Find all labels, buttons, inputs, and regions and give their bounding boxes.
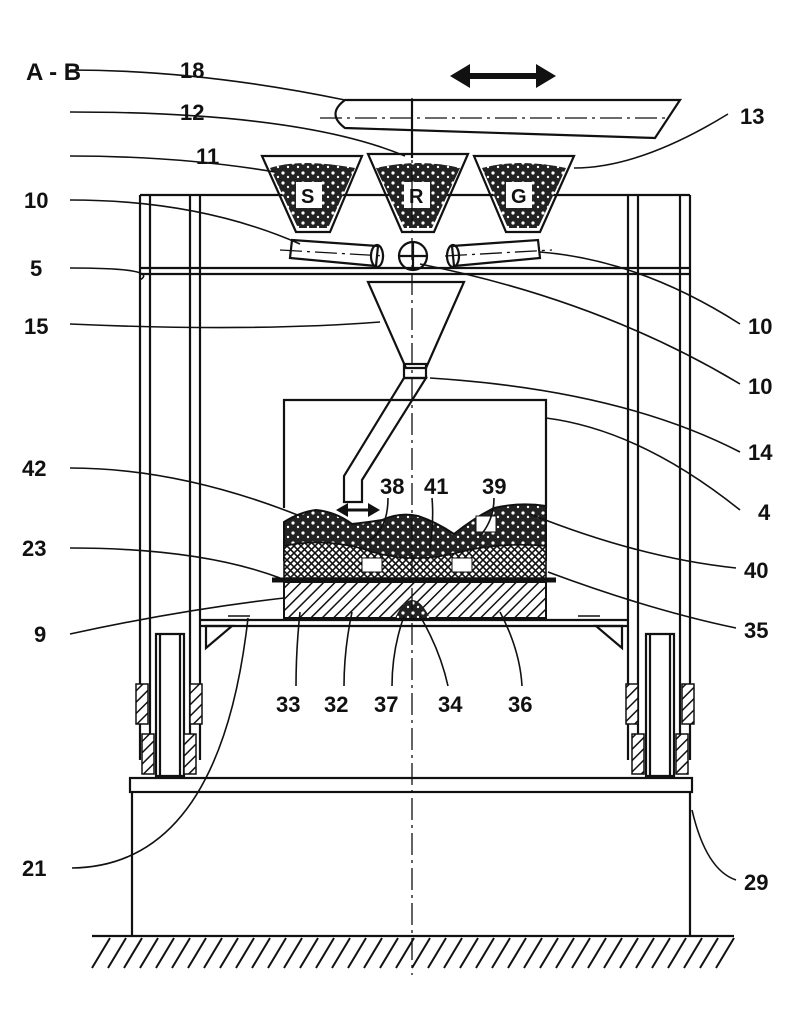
ground-hatch-stroke [331, 937, 351, 969]
label-39: 39 [482, 474, 506, 499]
label-10-right-lower: 10 [748, 374, 772, 399]
ground-hatch-stroke [555, 937, 575, 969]
hopper-g: G [472, 154, 576, 234]
ground-hatch-stroke [475, 937, 495, 969]
chute-double-arrow [336, 503, 380, 517]
label-12: 12 [180, 100, 204, 125]
ground-hatch-stroke [571, 937, 591, 969]
label-34: 34 [438, 692, 463, 717]
distributor-tube-18 [320, 98, 683, 158]
chute-14 [342, 376, 428, 504]
view-label: A - B [26, 59, 81, 86]
ground-hatch-stroke [395, 937, 415, 969]
ground-hatch-stroke [683, 937, 703, 969]
ground-hatch-stroke [187, 937, 207, 969]
ground-hatch-stroke [539, 937, 559, 969]
ground-hatch-stroke [91, 937, 111, 969]
label-37: 37 [374, 692, 398, 717]
label-41: 41 [424, 474, 448, 499]
label-13: 13 [740, 104, 764, 129]
label-11: 11 [196, 144, 219, 169]
traverse-double-arrow [450, 64, 556, 88]
hopper-r: R [366, 152, 470, 234]
table-21 [200, 615, 628, 651]
funnel-15 [366, 280, 466, 380]
ground-hatch-stroke [427, 937, 447, 969]
label-38: 38 [380, 474, 404, 499]
hopper-g-letter: G [511, 186, 527, 208]
ground-hatch-stroke [443, 937, 463, 969]
label-4: 4 [758, 500, 771, 525]
label-23: 23 [22, 536, 46, 561]
reference-numerals: 18 12 13 11 10 5 15 10 10 14 4 42 38 41 … [22, 58, 773, 895]
ground-hatch-stroke [491, 937, 511, 969]
ground-hatch-stroke [139, 937, 159, 969]
ground [91, 934, 735, 969]
ground-hatch-stroke [203, 937, 223, 969]
ground-hatch-stroke [699, 937, 719, 969]
ground-hatch-stroke [715, 937, 735, 969]
hopper-s: S [260, 154, 364, 234]
label-35: 35 [744, 618, 768, 643]
layered-fill [272, 503, 556, 619]
ground-hatch-stroke [411, 937, 431, 969]
ground-hatch-stroke [523, 937, 543, 969]
ground-hatch-stroke [219, 937, 239, 969]
label-42: 42 [22, 456, 46, 481]
ground-hatch-stroke [171, 937, 191, 969]
label-29: 29 [744, 870, 768, 895]
ground-hatch-stroke [507, 937, 527, 969]
ground-hatch-stroke [107, 937, 127, 969]
ground-hatch-stroke [587, 937, 607, 969]
label-15: 15 [24, 314, 48, 339]
label-10-left: 10 [24, 188, 48, 213]
hopper-s-letter: S [301, 186, 314, 208]
ground-hatch-stroke [283, 937, 303, 969]
lift-cylinder-left [135, 632, 203, 778]
label-9: 9 [34, 622, 46, 647]
ground-hatch-stroke [459, 937, 479, 969]
ground-hatch-stroke [235, 937, 255, 969]
ground-hatch-stroke [123, 937, 143, 969]
label-33: 33 [276, 692, 300, 717]
ground-hatch-stroke [267, 937, 287, 969]
ground-hatch-stroke [315, 937, 335, 969]
ground-hatch-stroke [667, 937, 687, 969]
lift-cylinder-right [625, 632, 695, 778]
ground-hatch-stroke [347, 937, 367, 969]
ground-hatch-stroke [635, 937, 655, 969]
label-5: 5 [30, 256, 42, 281]
feed-screws-10 [279, 238, 553, 272]
ground-hatch-stroke [363, 937, 383, 969]
label-14: 14 [748, 440, 773, 465]
label-36: 36 [508, 692, 532, 717]
ground-hatch-stroke [379, 937, 399, 969]
gantry-frame-5 [138, 193, 692, 760]
label-18: 18 [180, 58, 204, 83]
base-29 [128, 776, 694, 936]
label-10-right-upper: 10 [748, 314, 772, 339]
ground-hatch-stroke [619, 937, 639, 969]
ground-hatch-stroke [603, 937, 623, 969]
label-32: 32 [324, 692, 348, 717]
ground-hatch-stroke [299, 937, 319, 969]
mould-box-4 [282, 398, 548, 508]
ground-hatch-stroke [251, 937, 271, 969]
hopper-r-letter: R [409, 186, 424, 208]
label-21: 21 [22, 856, 46, 881]
label-40: 40 [744, 558, 768, 583]
leader-lines [69, 69, 741, 881]
ground-hatch-stroke [651, 937, 671, 969]
ground-hatch-stroke [155, 937, 175, 969]
